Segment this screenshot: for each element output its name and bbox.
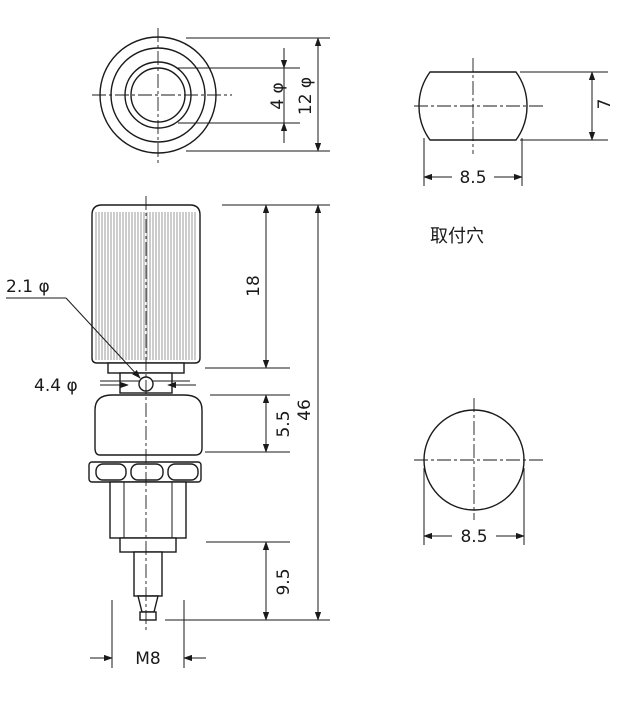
dim-7-label: 7	[595, 99, 615, 110]
knurl-ribs	[95, 212, 196, 360]
dim-12phi-label: 12 φ	[296, 77, 316, 115]
dim-m8-label: M8	[135, 649, 160, 669]
dim-4phi-label: 4 φ	[268, 82, 288, 109]
dim-5-5-label: 5.5	[274, 410, 294, 437]
top-view	[92, 28, 330, 164]
mounting-hole-label: 取付穴	[430, 226, 484, 247]
mounting-hole-round	[414, 398, 546, 545]
mounting-hole-flatted	[414, 58, 608, 186]
dim-46-label: 46	[295, 399, 315, 421]
terminal-side-view	[6, 196, 330, 668]
dim-2-1phi-label: 2.1 φ	[6, 277, 50, 297]
dim-8-5-bottom-label: 8.5	[460, 527, 487, 547]
dim-9-5-label: 9.5	[274, 568, 294, 595]
dim-4-4phi-label: 4.4 φ	[34, 376, 78, 396]
dim-18-label: 18	[244, 275, 264, 297]
dim-8-5-top-label: 8.5	[459, 168, 486, 188]
